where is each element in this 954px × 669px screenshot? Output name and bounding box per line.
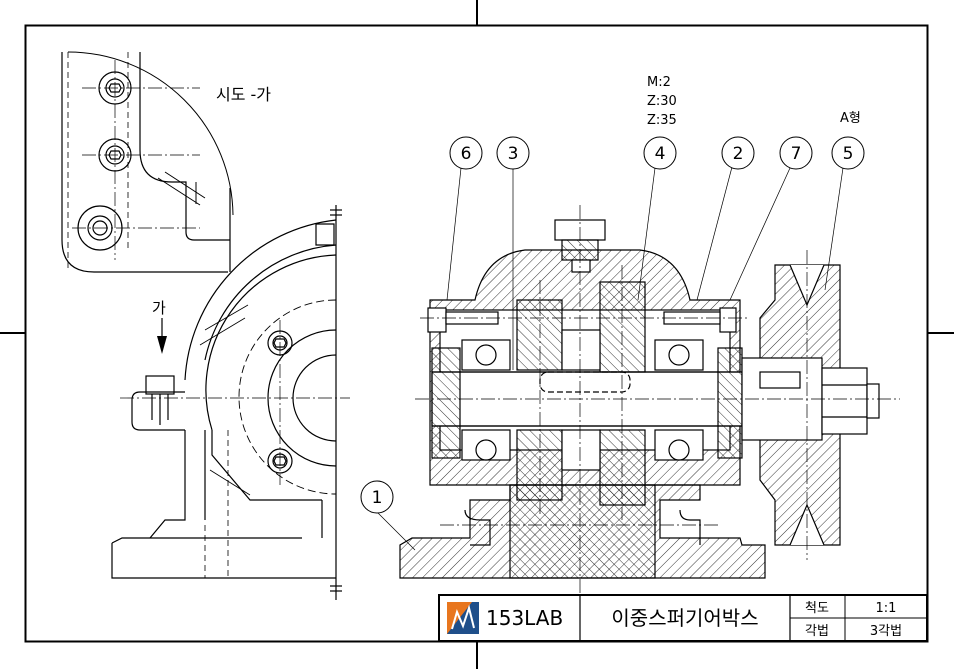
pulley-type: A형 — [840, 111, 861, 126]
balloon-6: 6 — [449, 136, 483, 170]
centre-lines — [415, 205, 900, 600]
gear-module: M:2 — [647, 75, 671, 90]
gear-teeth-2: Z:35 — [647, 113, 677, 128]
detail-view — [61, 51, 234, 273]
section-arrow — [157, 318, 167, 354]
svg-text:5: 5 — [843, 144, 854, 164]
balloon-7: 7 — [779, 136, 813, 170]
svg-text:4: 4 — [655, 144, 666, 164]
svg-text:3: 3 — [508, 144, 519, 164]
gear-teeth-1: Z:30 — [647, 94, 677, 109]
company-logo — [447, 602, 479, 634]
gear-spec: M:2 Z:30 Z:35 — [647, 75, 677, 128]
title-block — [438, 594, 928, 642]
balloon-3: 3 — [496, 136, 530, 170]
projection-label: 각법 — [805, 624, 829, 639]
scale-label: 척도 — [805, 601, 829, 616]
svg-text:6: 6 — [461, 144, 472, 164]
balloon-1: 1 — [360, 480, 394, 514]
projection-value: 3각법 — [870, 624, 902, 639]
drawing-title: 이중스퍼기어박스 — [611, 606, 758, 630]
detail-view-label: 시도 -가 — [216, 85, 271, 104]
company-name: 153LAB — [486, 606, 563, 630]
svg-text:7: 7 — [791, 144, 802, 164]
balloon-5: 5 — [831, 136, 865, 170]
svg-text:2: 2 — [733, 144, 744, 164]
side-view — [111, 205, 350, 600]
svg-text:1: 1 — [372, 488, 383, 508]
balloon-leaders — [376, 166, 844, 551]
balloon-4: 4 — [643, 136, 677, 170]
balloon-2: 2 — [721, 136, 755, 170]
section-mark-label: 가 — [152, 299, 166, 317]
scale-value: 1:1 — [876, 601, 897, 616]
